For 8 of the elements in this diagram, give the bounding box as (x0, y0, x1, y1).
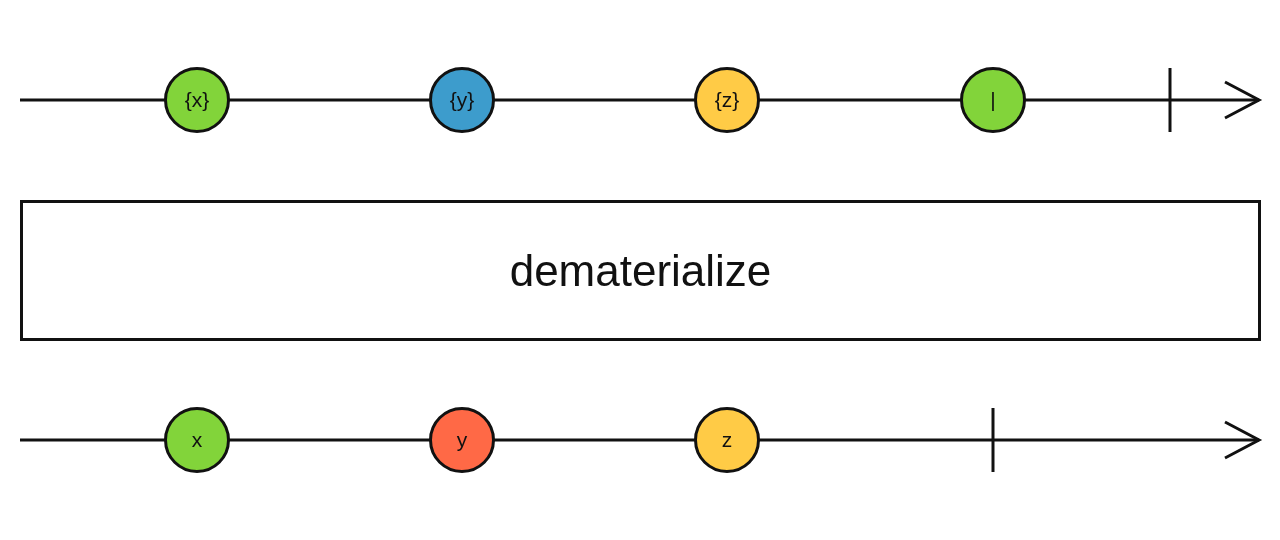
event-marble: y (429, 407, 495, 473)
event-marble: | (960, 67, 1026, 133)
event-marble: {z} (694, 67, 760, 133)
event-marble: z (694, 407, 760, 473)
event-marble: {x} (164, 67, 230, 133)
event-marble: x (164, 407, 230, 473)
event-marble: {y} (429, 67, 495, 133)
operator-box: dematerialize (20, 200, 1261, 341)
